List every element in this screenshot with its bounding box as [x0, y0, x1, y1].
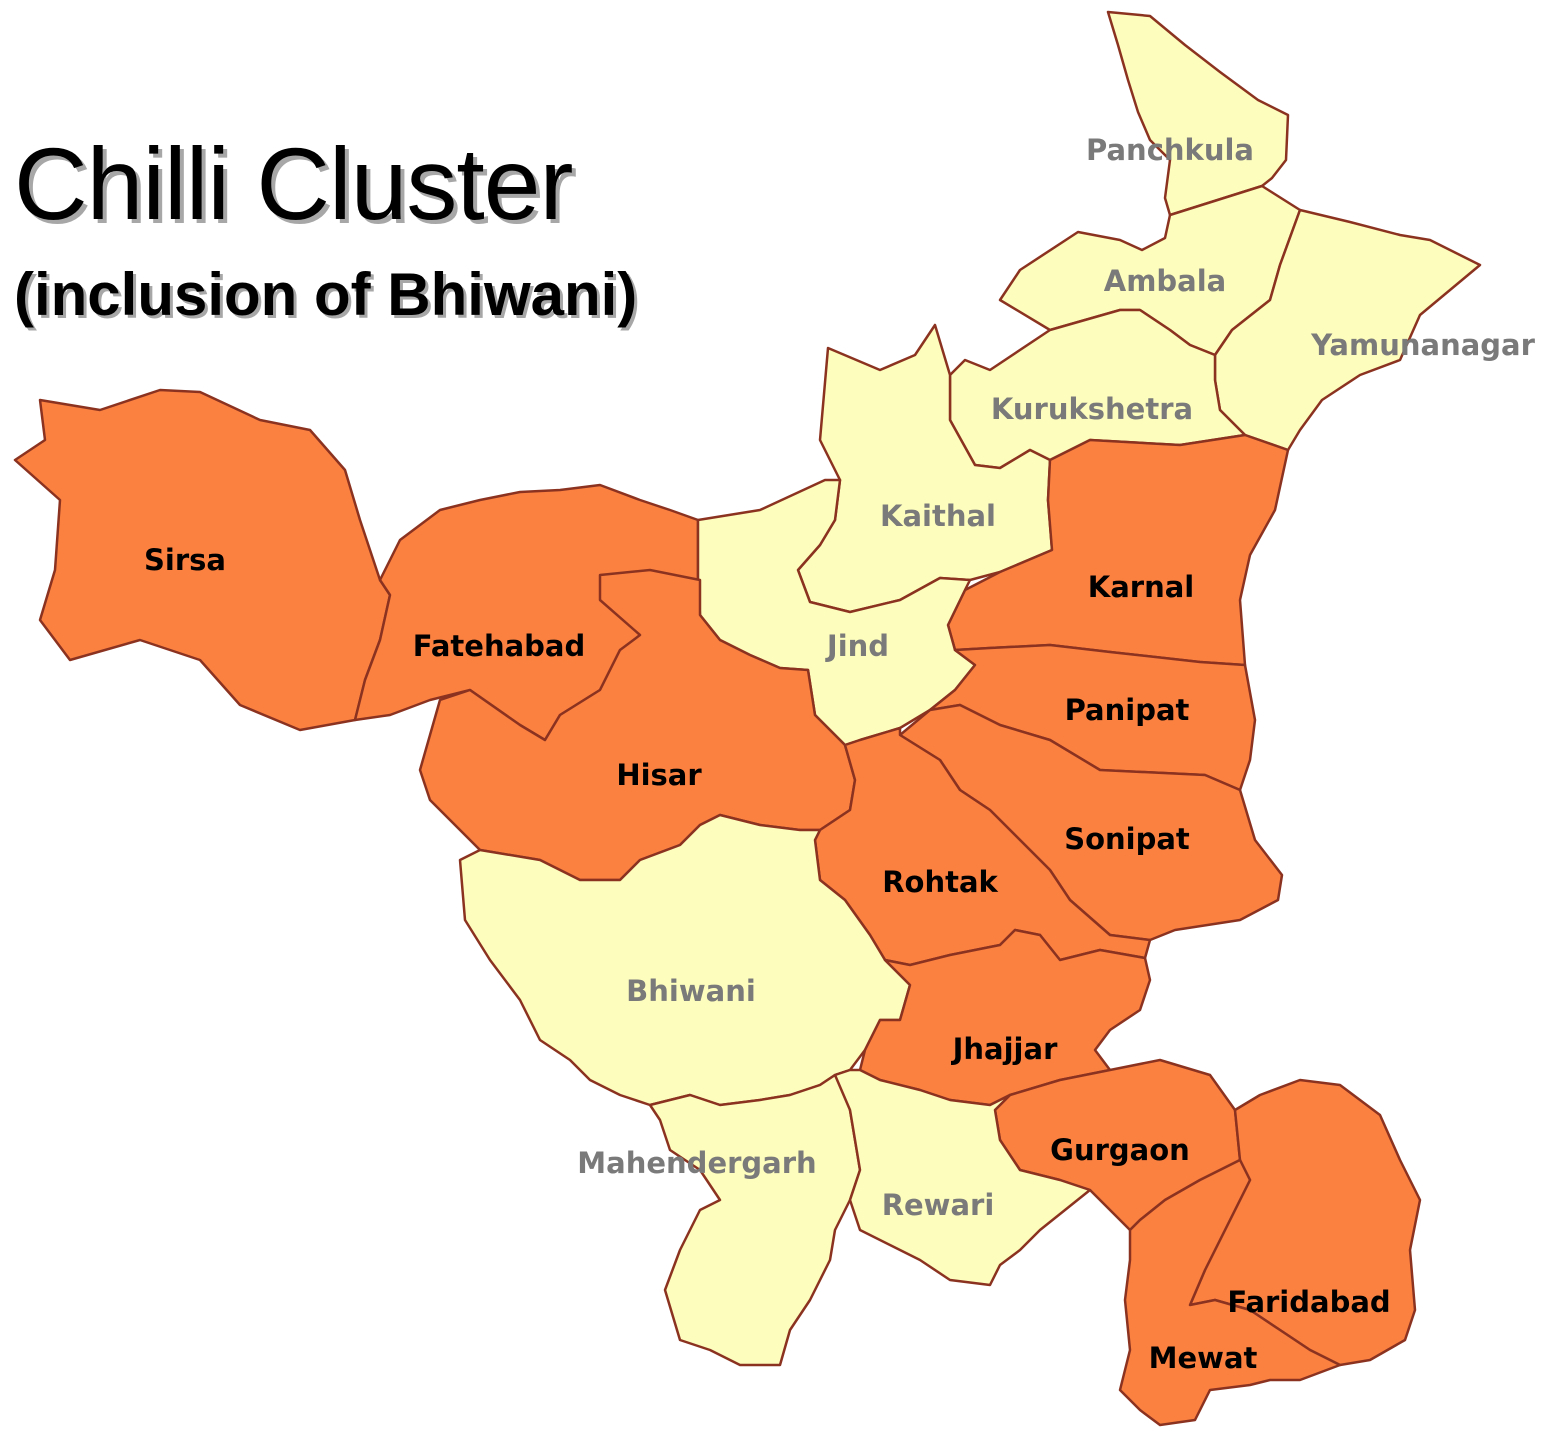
page-subtitle: (inclusion of Bhiwani) [14, 261, 638, 328]
district-label-rohtak: Rohtak [882, 865, 998, 899]
district-label-bhiwani: Bhiwani [626, 974, 756, 1008]
district-label-ambala: Ambala [1104, 264, 1227, 298]
district-label-hisar: Hisar [616, 758, 702, 792]
district-label-mahendergarh: Mahendergarh [577, 1146, 816, 1180]
district-label-panipat: Panipat [1065, 693, 1190, 727]
district-mewat [1118, 1158, 1342, 1427]
district-mahendergarh [648, 1068, 862, 1367]
district-labels: PanchkulaAmbalaYamunanagarKurukshetraKai… [144, 133, 1536, 1375]
district-label-karnal: Karnal [1088, 570, 1195, 604]
district-label-jind: Jind [825, 629, 889, 663]
district-label-kaithal: Kaithal [880, 499, 996, 533]
district-shapes [13, 10, 1482, 1427]
district-label-fatehabad: Fatehabad [413, 629, 586, 663]
district-label-panchkula: Panchkula [1086, 133, 1254, 167]
district-label-mewat: Mewat [1149, 1341, 1258, 1375]
page-title: Chilli Cluster [14, 127, 573, 241]
district-label-faridabad: Faridabad [1227, 1285, 1390, 1319]
district-jhajjar [858, 928, 1152, 1107]
district-label-sirsa: Sirsa [144, 543, 226, 577]
district-label-kurukshetra: Kurukshetra [991, 392, 1193, 426]
district-label-rewari: Rewari [882, 1188, 995, 1222]
district-panchkula [1106, 10, 1290, 217]
district-yamunanagar [1213, 208, 1482, 452]
district-label-gurgaon: Gurgaon [1050, 1133, 1190, 1167]
district-label-jhajjar: Jhajjar [951, 1032, 1058, 1066]
district-label-yamunanagar: Yamunanagar [1310, 328, 1536, 362]
district-label-sonipat: Sonipat [1064, 822, 1190, 856]
district-rewari [833, 1068, 1092, 1287]
